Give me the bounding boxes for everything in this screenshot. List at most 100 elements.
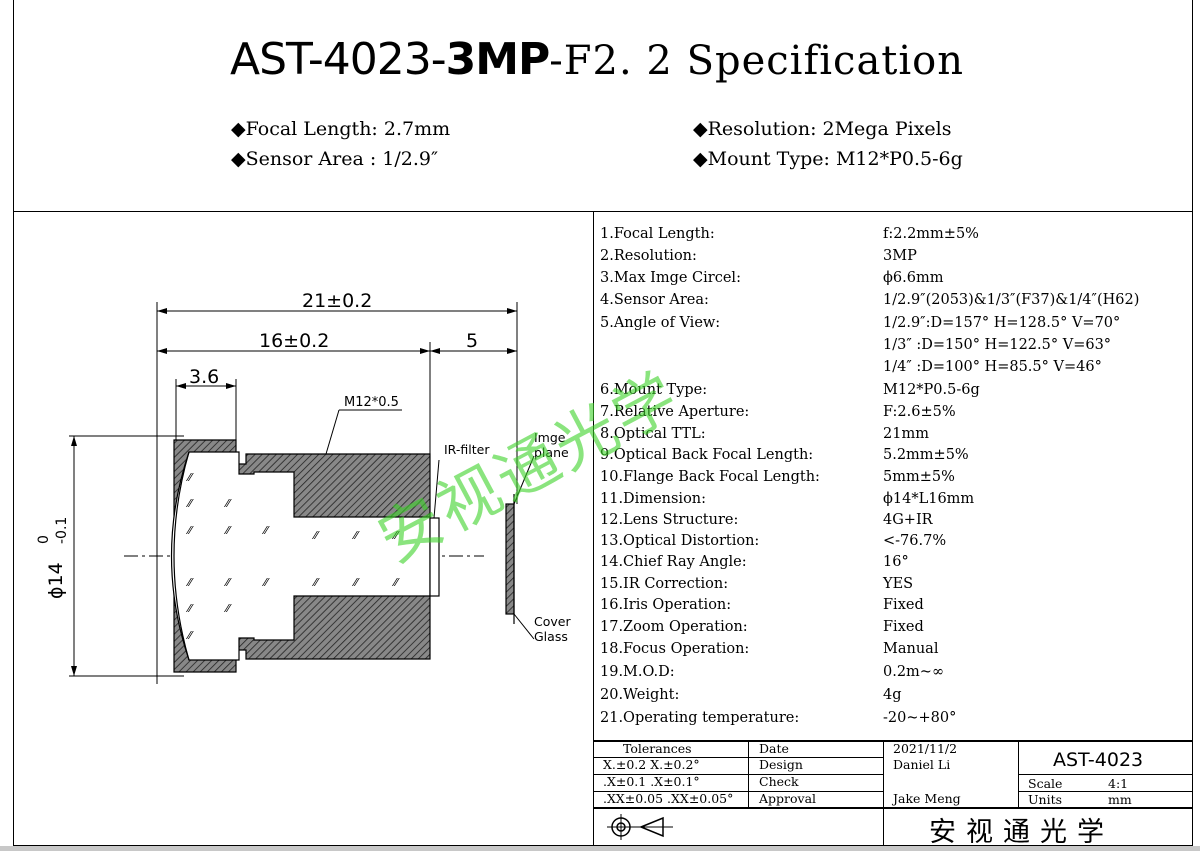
svg-text:⁄⁄: ⁄⁄ [185, 471, 194, 484]
spec-value: 5mm±5% [883, 469, 955, 485]
lens-body [170, 439, 431, 673]
spec-key: 16.Iris Operation: [600, 597, 732, 613]
spec-value: Fixed [883, 597, 924, 613]
approver-name: Jake Meng [893, 791, 961, 806]
thread-label: M12*0.5 [344, 395, 399, 410]
svg-text:⁄⁄: ⁄⁄ [261, 524, 270, 537]
dimension-arrows [71, 308, 517, 676]
feature-label: Sensor Area : [245, 148, 377, 170]
tb-rule [1018, 740, 1019, 807]
spec-value: 1/2.9″(2053)&1/3″(F37)&1/4″(H62) [883, 292, 1140, 308]
spec-key: 18.Focus Operation: [600, 641, 750, 657]
feature-sensor-area: ◆Sensor Area : 1/2.9″ [231, 148, 438, 170]
tb-rule [748, 740, 749, 807]
spec-key: 10.Flange Back Focal Length: [600, 469, 820, 485]
feature-label: Mount Type: [707, 148, 830, 170]
spec-key: 4.Sensor Area: [600, 292, 709, 308]
tb-rule [593, 807, 1193, 809]
svg-text:⁄⁄: ⁄⁄ [351, 576, 360, 589]
spec-value: Manual [883, 641, 939, 657]
tb-rule [593, 791, 883, 792]
scale-label: Scale [1028, 776, 1063, 791]
svg-text:⁄⁄: ⁄⁄ [311, 576, 320, 589]
spec-key: 14.Chief Ray Angle: [600, 554, 747, 570]
spec-key: 9.Optical Back Focal Length: [600, 447, 814, 463]
spec-value: <-76.7% [883, 533, 947, 549]
feature-value: 1/2.9″ [382, 148, 439, 170]
spec-key: 2.Resolution: [600, 248, 697, 264]
spec-key: 11.Dimension: [600, 491, 707, 507]
designer-name: Daniel Li [893, 757, 951, 772]
spec-key: 15.IR Correction: [600, 576, 729, 592]
feature-label: Focal Length: [245, 118, 378, 140]
diamond-icon: ◆ [693, 148, 708, 170]
image-plane-label-2: plane [534, 445, 569, 460]
svg-text:⁄⁄: ⁄⁄ [223, 524, 232, 537]
svg-text:⁄⁄: ⁄⁄ [185, 602, 194, 615]
check-label: Check [759, 774, 799, 789]
feature-resolution: ◆Resolution: 2Mega Pixels [693, 118, 951, 140]
tb-rule [593, 774, 883, 775]
spec-value: -20~+80° [883, 710, 957, 726]
spec-key: 7.Relative Aperture: [600, 404, 750, 420]
spec-key: 5.Angle of View: [600, 315, 721, 331]
spec-value: Fixed [883, 619, 924, 635]
tb-rule [593, 740, 1193, 742]
diamond-icon: ◆ [231, 118, 246, 140]
spec-value: 21mm [883, 426, 929, 442]
date-label: Date [759, 741, 789, 756]
svg-text:⁄⁄: ⁄⁄ [185, 629, 194, 642]
tb-rule [883, 740, 884, 846]
tolerance-row: X.±0.2 X.±0.2° [603, 757, 700, 772]
svg-text:⁄⁄: ⁄⁄ [185, 497, 194, 510]
spec-key: 21.Operating temperature: [600, 710, 800, 726]
spec-value: M12*P0.5-6g [883, 382, 980, 398]
spec-key: 8.Optical TTL: [600, 426, 706, 442]
ir-filter-label: IR-filter [444, 442, 490, 457]
spec-value: 4g [883, 687, 902, 703]
tolerance-row: .XX±0.05 .XX±0.05° [603, 791, 734, 806]
company-name: 安视通光学 [929, 817, 1114, 848]
cover-glass-label-2: Glass [534, 629, 568, 644]
svg-text:⁄⁄: ⁄⁄ [223, 602, 232, 615]
diamond-icon: ◆ [231, 148, 246, 170]
svg-text:⁄⁄: ⁄⁄ [185, 576, 194, 589]
lens-element-marks: ⁄⁄⁄⁄⁄⁄⁄⁄⁄⁄⁄⁄ ⁄⁄⁄⁄⁄⁄⁄⁄ ⁄⁄⁄⁄ ⁄⁄⁄⁄ ⁄⁄⁄⁄ ⁄⁄⁄… [185, 471, 400, 642]
dim-back-length: 5 [466, 330, 478, 352]
column-divider [593, 212, 594, 846]
feature-value: 2Mega Pixels [822, 118, 952, 140]
feature-mount-type: ◆Mount Type: M12*P0.5-6g [693, 148, 963, 170]
dim-tolerance-upper: 0 [36, 535, 52, 544]
spec-key: 3.Max Imge Circel: [600, 270, 741, 286]
dim-body-length: 16±0.2 [259, 330, 329, 352]
spec-value: 3MP [883, 248, 917, 264]
svg-text:⁄⁄: ⁄⁄ [261, 576, 270, 589]
image-plane-label: Imge [534, 430, 566, 445]
svg-text:⁄⁄: ⁄⁄ [223, 576, 232, 589]
tb-rule [1018, 791, 1193, 792]
tolerance-row: .X±0.1 .X±0.1° [603, 774, 700, 789]
feature-focal-length: ◆Focal Length: 2.7mm [231, 118, 450, 140]
spec-value: 0.2m~∞ [883, 664, 945, 680]
spec-value: YES [883, 576, 914, 592]
spec-value: 4G+IR [883, 512, 933, 528]
lens-drawing: 21±0.2 16±0.2 5 3.6 ϕ14 0 -0.1 ⁄⁄⁄⁄⁄⁄⁄⁄⁄… [36, 290, 571, 684]
svg-text:⁄⁄: ⁄⁄ [311, 529, 320, 542]
svg-text:⁄⁄: ⁄⁄ [391, 529, 400, 542]
title-model: AST-4023- [230, 34, 447, 85]
spec-value: f:2.2mm±5% [883, 226, 979, 242]
feature-value: M12*P0.5-6g [835, 148, 963, 170]
window-bottom-edge [0, 846, 1200, 851]
spec-key: 13.Optical Distortion: [600, 533, 760, 549]
part-number: AST-4023 [1053, 749, 1144, 771]
design-label: Design [759, 757, 803, 772]
projection-symbol-icon [607, 814, 673, 840]
svg-text:⁄⁄: ⁄⁄ [223, 497, 232, 510]
spec-key: 17.Zoom Operation: [600, 619, 748, 635]
units-label: Units [1028, 792, 1063, 807]
svg-text:⁄⁄: ⁄⁄ [185, 524, 194, 537]
tb-rule [593, 757, 883, 758]
units-value: mm [1108, 792, 1132, 807]
spec-value: 1/3″ :D=150° H=122.5° V=63° [883, 337, 1112, 353]
svg-text:⁄⁄: ⁄⁄ [351, 529, 360, 542]
